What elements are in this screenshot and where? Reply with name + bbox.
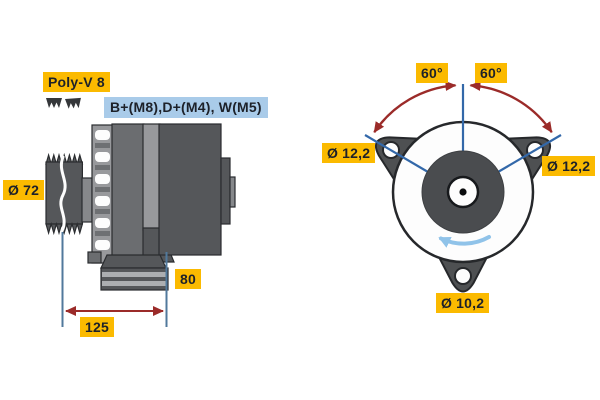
radial-line-right [497,134,562,173]
mounting-foot [87,251,169,291]
pulley-shaft [81,177,93,223]
label-length-125: 125 [80,317,114,337]
label-hole-dia-bottom: Ø 10,2 [436,293,490,313]
rear-view-diagram [364,81,562,293]
label-foot-width-80: 80 [175,269,201,289]
side-view-diagram [45,97,236,327]
poly-v-belt-profile-icon [46,97,81,109]
rear-tab [229,176,236,208]
label-pulley-diameter: Ø 72 [3,180,45,200]
angle-arc-right [469,81,553,134]
label-hole-dia-left: Ø 12,2 [322,143,376,163]
label-angle-left-60: 60° [416,63,448,83]
angle-arc-left [373,81,457,134]
label-belt-type: Poly-V 8 [43,72,110,92]
rear-housing [158,123,222,256]
rotation-direction-arrow-icon [438,235,491,248]
mount-hole-bottom [454,267,472,285]
label-hole-dia-right: Ø 12,2 [542,156,596,176]
label-angle-right-60: 60° [475,63,507,83]
front-frame [111,123,145,269]
radial-line-left [364,134,429,173]
rear-cover [220,157,231,225]
shaft-center-dot [459,188,467,196]
front-housing [91,124,114,264]
stator-band [142,123,161,231]
break-line [59,155,67,233]
label-terminals: B+(M8),D+(M4), W(M5) [104,97,268,118]
pulley [45,152,84,236]
